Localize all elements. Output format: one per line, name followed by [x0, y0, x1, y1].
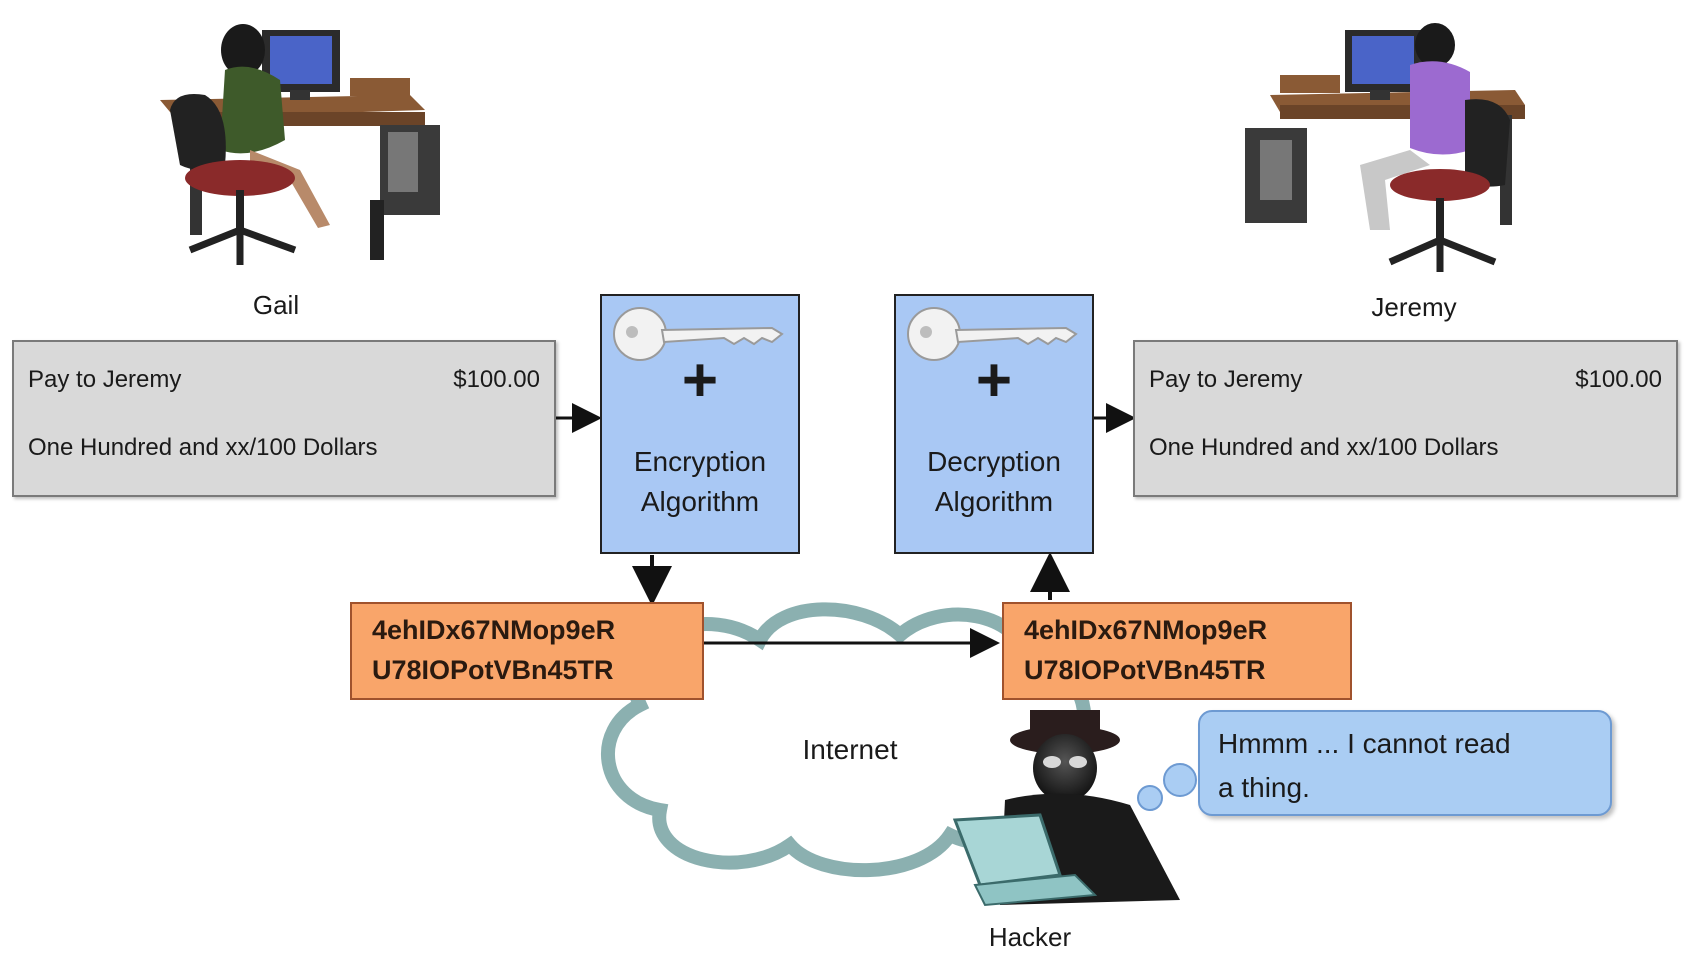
decryption-plus: +: [975, 346, 1013, 415]
decryption-algorithm-box: [894, 294, 1094, 554]
check-amount-words: One Hundred and xx/100 Dollars: [1149, 434, 1499, 461]
decryption-label-line2: Algorithm: [934, 486, 1054, 517]
hacker-label: Hacker: [988, 922, 1072, 952]
hacker-illustration: [952, 710, 1180, 907]
key-icon: [907, 307, 1078, 361]
check-payee: Pay to Jeremy: [28, 366, 182, 393]
sender-label: Gail: [252, 290, 300, 320]
plaintext-check-right: Pay to Jeremy $100.00 One Hundred and xx…: [1133, 340, 1678, 497]
ciphertext-line2: U78IOPotVBn45TR: [372, 655, 614, 685]
gail-workstation-illustration: [160, 24, 440, 265]
ciphertext-line1: 4ehIDx67NMop9eR: [372, 615, 616, 645]
decryption-label-line1: Decryption: [927, 446, 1061, 477]
thought-dots: [1137, 763, 1197, 811]
check-payee: Pay to Jeremy: [1149, 366, 1303, 393]
ciphertext-line2: U78IOPotVBn45TR: [1024, 655, 1266, 685]
encryption-plus: +: [681, 346, 719, 415]
encryption-algorithm-box: [600, 294, 800, 554]
check-amount: $100.00: [1575, 366, 1662, 393]
check-amount: $100.00: [453, 366, 540, 393]
jeremy-workstation-illustration: [1245, 23, 1525, 272]
plaintext-check-left: Pay to Jeremy $100.00 One Hundred and xx…: [12, 340, 556, 497]
ciphertext-box-left: 4ehIDx67NMop9eR U78IOPotVBn45TR: [350, 602, 704, 700]
thought-line1: Hmmm ... I cannot read: [1218, 728, 1511, 759]
encryption-label-line1: Encryption: [633, 446, 767, 477]
receiver-label: Jeremy: [1371, 292, 1457, 322]
ciphertext-box-right: 4ehIDx67NMop9eR U78IOPotVBn45TR: [1002, 602, 1352, 700]
ciphertext-line1: 4ehIDx67NMop9eR: [1024, 615, 1268, 645]
encryption-label-line2: Algorithm: [640, 486, 760, 517]
hacker-thought-bubble: Hmmm ... I cannot read a thing.: [1198, 710, 1612, 816]
check-amount-words: One Hundred and xx/100 Dollars: [28, 434, 378, 461]
internet-label: Internet: [802, 734, 898, 765]
key-icon: [613, 307, 784, 361]
thought-line2: a thing.: [1218, 772, 1310, 803]
